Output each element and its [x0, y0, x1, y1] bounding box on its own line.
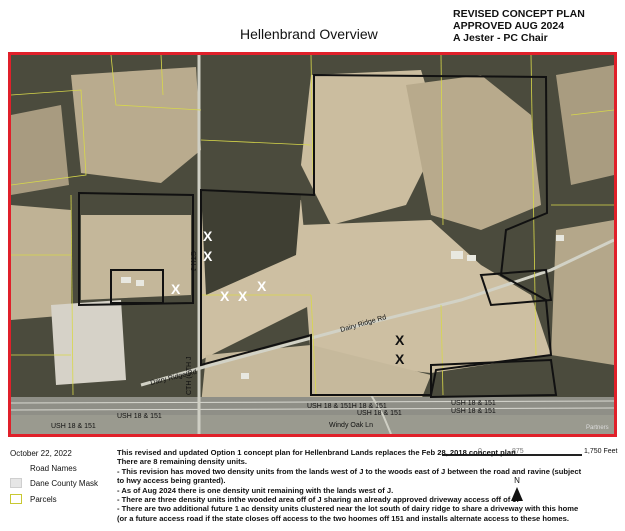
density-marker: X [395, 351, 405, 367]
field [11, 205, 71, 320]
highway-shoulder [11, 415, 614, 434]
road-label-ush: USH 18 & 151H 18 & 151 [307, 403, 387, 410]
road-label-cth-j: CTH (CTH J [186, 357, 193, 396]
north-label: N [514, 476, 520, 485]
field [556, 65, 614, 185]
stamp-line-approved: APPROVED AUG 2024 [453, 20, 565, 32]
note-line: to hwy access being granted). [117, 476, 226, 486]
road-label-ush: USH 18 & 151 [451, 400, 496, 407]
note-line: - As of Aug 2024 there is one density un… [117, 485, 394, 495]
field [551, 220, 614, 365]
density-marker: X [238, 288, 248, 304]
north-arrow-icon [511, 487, 523, 501]
road-label-windy-oak: Windy Oak Ln [329, 422, 373, 429]
aerial-map[interactable]: X X X X X X X X Dairy Ridge Rd Dairy Rid… [8, 52, 617, 437]
map-canvas: X X X X X X X X Dairy Ridge Rd Dairy Rid… [11, 55, 614, 434]
note-line: - There are two additional future 1 ac d… [117, 504, 579, 514]
road-label-cth-j: CTH J [189, 251, 196, 271]
north-arrow: N [510, 476, 524, 501]
legend-item-dane-county-mask: Dane County Mask [10, 478, 98, 488]
property-boundaries [78, 73, 558, 399]
density-markers-west: X X X X X X [171, 228, 267, 304]
road-windy-oak [370, 394, 392, 434]
legend-label: Parcels [30, 494, 57, 504]
field [301, 70, 441, 225]
scale-label-mid: 875 [512, 448, 524, 455]
approval-stamp: REVISED CONCEPT PLAN APPROVED AUG 2024 A… [453, 8, 585, 44]
road-label-ush: USH 18 & 151 [51, 423, 96, 430]
field [301, 220, 551, 373]
density-markers-south: X X [395, 332, 405, 367]
scale-line [442, 454, 582, 456]
legend-label: Dane County Mask [30, 478, 99, 488]
woods [201, 190, 301, 295]
quarry [51, 300, 126, 385]
stamp-line-plan: REVISED CONCEPT PLAN [453, 8, 585, 20]
road-label-ush: USH 18 & 151 [451, 408, 496, 415]
field [201, 345, 431, 405]
density-marker: X [395, 332, 405, 348]
mask-swatch [10, 478, 22, 488]
field [406, 75, 541, 230]
density-marker: X [203, 228, 213, 244]
scale-label-end: 1,750 Feet [584, 448, 618, 455]
note-line: - This revision has moved two density un… [117, 466, 582, 476]
legend-item-parcels: Parcels [10, 494, 57, 504]
parcel-swatch [10, 494, 22, 504]
scale-bar: 0 875 1,750 Feet [432, 448, 622, 460]
density-marker: X [203, 248, 213, 264]
road-label-ush: USH 18 & 151 [357, 410, 402, 417]
density-marker: X [257, 278, 267, 294]
road-swatch [10, 463, 22, 473]
map-date: October 22, 2022 [10, 449, 72, 458]
parcel-lines [11, 55, 614, 396]
plan-notes: This revised and updated Option 1 concep… [117, 448, 622, 523]
stamp-line-chair: A Jester - PC Chair [453, 32, 548, 44]
scale-label-start: 0 [478, 448, 482, 455]
note-line: (or a future access road if the state cl… [117, 513, 569, 523]
note-line: - There are three density units inthe wo… [117, 495, 519, 505]
density-marker: X [220, 288, 230, 304]
density-marker: X [171, 281, 181, 297]
note-line: There are 8 remaining density units. [117, 457, 247, 467]
highway-lane [11, 400, 614, 404]
legend-label: Road Names [30, 463, 77, 473]
highway-lane [11, 407, 614, 411]
legend-item-road-names: Road Names [10, 463, 77, 473]
road-dairy-ridge [140, 238, 614, 387]
map-credit: Partners [586, 425, 609, 431]
map-title: Hellenbrand Overview [240, 26, 378, 42]
field [71, 67, 201, 183]
buildings [121, 235, 564, 379]
road-label-ush: USH 18 & 151 [117, 413, 162, 420]
field [11, 105, 69, 195]
note-line: This revised and updated Option 1 concep… [117, 448, 518, 457]
